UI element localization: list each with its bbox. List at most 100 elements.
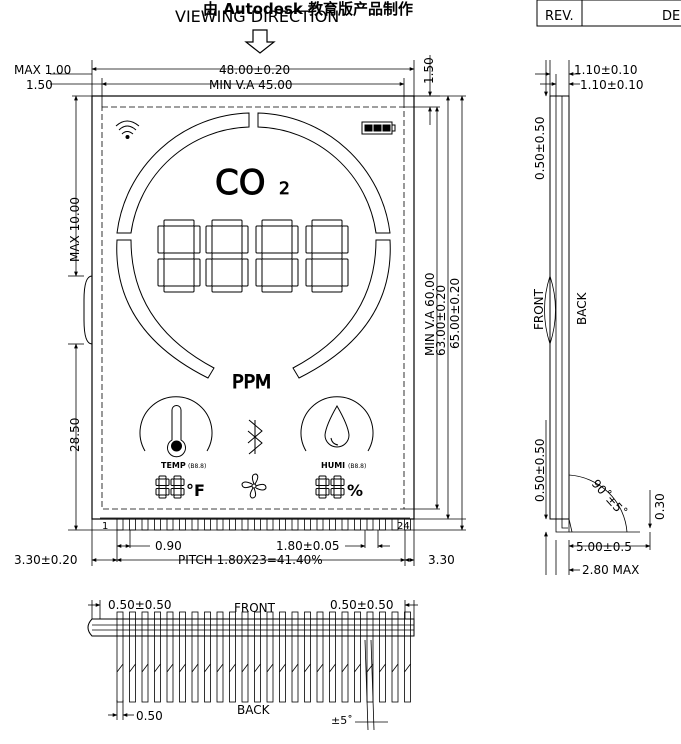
pin <box>304 518 311 531</box>
viewing-area <box>101 106 405 510</box>
pin-lead <box>304 611 311 703</box>
digit-segment <box>193 258 201 287</box>
pin-bend-mark <box>291 663 299 673</box>
pin-bend-mark <box>366 663 374 673</box>
digit-segment <box>163 252 195 260</box>
max-left-label: MAX 1.00 <box>14 63 71 77</box>
lcd-segments: CO 2 PPM TEMP (B8.8) HUMI (B8.8) °F <box>115 112 396 500</box>
pin <box>279 518 286 531</box>
pin <box>266 518 274 531</box>
pin-bend-mark <box>116 663 124 673</box>
digit-segment <box>311 252 343 260</box>
pin-lead <box>391 611 399 703</box>
pin-lead <box>116 611 124 703</box>
pin <box>229 518 236 531</box>
left-gap-label: 1.50 <box>26 78 53 92</box>
digit-segment <box>333 485 342 489</box>
digit-segment <box>170 478 175 486</box>
digit-segment <box>241 258 249 287</box>
digit-segment <box>318 475 327 480</box>
pin-lead <box>316 611 324 703</box>
pin-bend-mark <box>179 663 186 673</box>
viewing-direction-arrow-icon <box>244 29 276 54</box>
pin-lead <box>141 611 149 703</box>
pin-lead <box>379 611 386 703</box>
pin <box>166 518 174 531</box>
digit-segment <box>211 252 243 260</box>
digit-segment <box>330 488 335 496</box>
side-t1-label: 1.10±0.10 <box>574 63 638 77</box>
bottom-front-label: FRONT <box>234 601 276 615</box>
pin-bend-mark <box>279 663 286 673</box>
top-gap-label: 1.50 <box>422 57 436 84</box>
temp-digits <box>155 475 185 499</box>
bottom-d050-label: 0.50 <box>136 709 163 723</box>
thermometer-icon <box>167 405 186 458</box>
pin-bend-mark <box>154 663 161 673</box>
digit-segment <box>173 485 182 489</box>
pin-lead <box>279 611 286 703</box>
digit-segment <box>173 494 182 499</box>
pin-lead <box>404 611 411 703</box>
pin-lead <box>254 611 261 703</box>
pin <box>179 518 186 531</box>
header: VIEWING DIRECTION 由 Autodesk 教育版产品制作 REV… <box>175 0 681 54</box>
digit-segment <box>311 285 343 293</box>
pin <box>379 518 386 531</box>
d330l-label: 3.30±0.20 <box>14 553 78 567</box>
digit-segment <box>205 258 213 287</box>
digit-segment <box>180 478 185 486</box>
pin-bend-mark <box>241 663 249 673</box>
bottom-right-dim-label: 0.50±0.50 <box>330 598 394 612</box>
bottom-pins <box>116 611 411 703</box>
digit-segment <box>205 225 213 254</box>
side-bottom-edge-label: 0.50±0.50 <box>533 439 547 503</box>
digit-segment <box>163 285 195 293</box>
side-d030-label: 0.30 <box>653 493 667 520</box>
watermark-text: 由 Autodesk 教育版产品制作 <box>203 0 413 18</box>
humidity-gauge <box>300 396 374 452</box>
wifi-icon <box>115 120 140 139</box>
pin <box>116 518 124 531</box>
bottom-view-labels: 0.50±0.50 FRONT 0.50±0.50 0.50 BACK ±5˚ <box>108 598 394 727</box>
pin-strip <box>100 517 411 531</box>
temperature-gauge <box>139 396 213 458</box>
digit-segment <box>211 285 243 293</box>
max-10-label: MAX 10.00 <box>68 197 82 262</box>
pin-bend-mark <box>341 663 349 673</box>
pin-24-label: 24 <box>397 521 410 532</box>
digit-segment <box>341 225 349 254</box>
digit-segment <box>261 252 293 260</box>
front-view <box>83 95 415 520</box>
digit-segment <box>158 475 167 480</box>
pin <box>354 518 361 531</box>
pin-bend-mark <box>391 663 399 673</box>
pin-bend-mark <box>354 663 361 673</box>
d090-label: 0.90 <box>155 539 182 553</box>
co2-label: CO <box>215 163 266 203</box>
pin-bend-mark <box>404 663 411 673</box>
digit-segment <box>305 258 313 287</box>
rev-label: REV. <box>545 9 574 24</box>
digit-segment <box>165 478 170 486</box>
digit-segment <box>315 478 320 486</box>
main-digits <box>157 219 349 293</box>
digit-segment <box>173 475 182 480</box>
viewing-direction-label: VIEWING DIRECTION <box>175 7 339 26</box>
pin-bend-mark <box>191 663 199 673</box>
digit-segment <box>170 488 175 496</box>
pin-bend-mark <box>266 663 274 673</box>
digit-segment <box>180 488 185 496</box>
pin-1-label: 1 <box>102 521 108 532</box>
humi-digits <box>315 475 345 499</box>
pitch-label: PITCH 1.80X23=41.40% <box>178 553 323 567</box>
pin <box>204 518 211 531</box>
bluetooth-icon <box>247 419 263 455</box>
pin-lead <box>266 611 274 703</box>
side-view <box>535 60 652 575</box>
humi-unit: % <box>347 481 363 500</box>
pin-lead <box>241 611 249 703</box>
digit-segment <box>340 478 345 486</box>
digit-segment <box>157 225 165 254</box>
